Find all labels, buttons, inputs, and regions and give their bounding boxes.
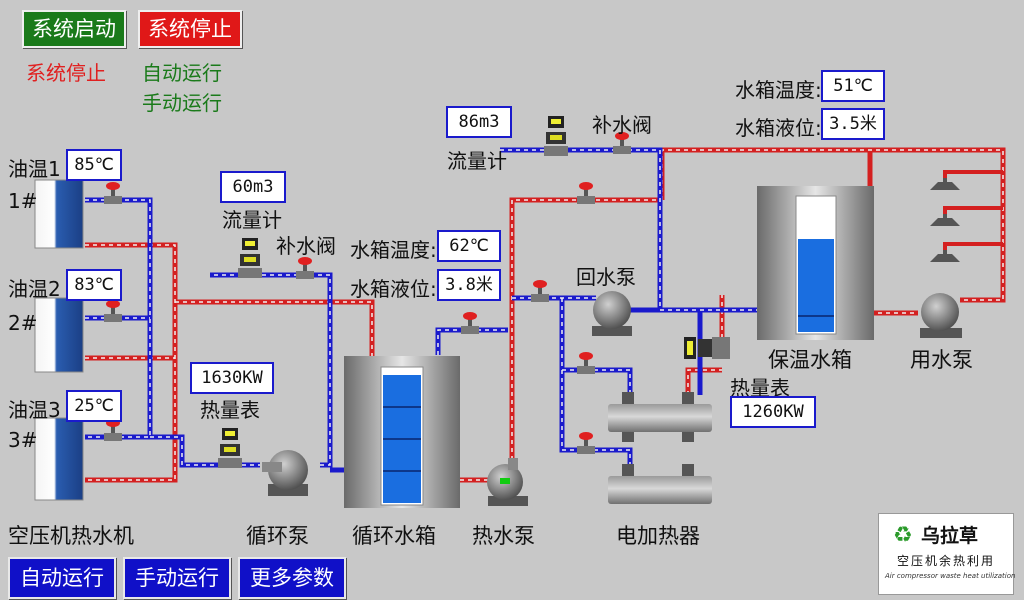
return-pump-icon (592, 291, 632, 336)
circ-tank-level-label: 水箱液位: (350, 277, 437, 301)
logo-tagline: Air compressor waste heat utilization (885, 572, 1016, 580)
insul-tank-level-value: 3.5米 (821, 108, 885, 140)
auto-run-button[interactable]: 自动运行 (8, 557, 116, 599)
manual-run-button[interactable]: 手动运行 (123, 557, 231, 599)
return-pump-label: 回水泵 (576, 265, 636, 289)
heatmeter-1-label: 热量表 (200, 398, 260, 422)
oil-temp-2-label: 油温2 (8, 277, 61, 301)
compressor-unit-3 (34, 417, 84, 501)
oil-temp-2-value: 83℃ (66, 269, 122, 301)
shower-icon (930, 170, 1003, 262)
oil-temp-1-value: 85℃ (66, 149, 122, 181)
compressor-unit-2 (34, 297, 84, 373)
logo-subtitle: 空压机余热利用 (897, 554, 996, 568)
circ-tank-temp-label: 水箱温度: (350, 238, 437, 262)
system-start-button[interactable]: 系统启动 (22, 10, 126, 48)
flowmeter-1-label: 流量计 (222, 208, 282, 232)
recycle-icon: ♻ (893, 523, 913, 548)
flowmeter-2-label: 流量计 (447, 149, 507, 173)
valve-icon (104, 132, 631, 454)
oil-temp-1-label: 油温1 (8, 157, 61, 181)
insul-tank-label: 保温水箱 (768, 348, 852, 372)
hot-water-pump-icon (487, 458, 528, 506)
compressor-label: 空压机热水机 (8, 524, 134, 548)
system-stop-button[interactable]: 系统停止 (138, 10, 242, 48)
unit-2-label: 2# (8, 311, 38, 335)
circ-tank-temp-value: 62℃ (437, 230, 501, 262)
status-stopped: 系统停止 (26, 61, 106, 85)
oil-temp-3-label: 油温3 (8, 398, 61, 422)
more-params-button[interactable]: 更多参数 (238, 557, 346, 599)
refill-valve-1-label: 补水阀 (276, 234, 336, 258)
circulation-pump-icon (262, 450, 308, 496)
refill-valve-2-label: 补水阀 (592, 113, 652, 137)
circ-pump-label: 循环泵 (246, 524, 309, 548)
insul-tank-temp-label: 水箱温度: (735, 78, 822, 102)
heatmeter-1-value: 1630KW (190, 362, 274, 394)
circ-tank-label: 循环水箱 (352, 524, 436, 548)
electric-heater-icon (608, 392, 712, 504)
logo-title: 乌拉草 (921, 525, 979, 547)
flowmeter-1-value: 60m3 (220, 171, 286, 203)
flowmeter-icon (218, 116, 730, 468)
unit-1-label: 1# (8, 189, 38, 213)
insul-tank-level-label: 水箱液位: (735, 116, 822, 140)
flowmeter-2-value: 86m3 (446, 106, 512, 138)
status-manual: 手动运行 (142, 91, 222, 115)
use-pump-label: 用水泵 (910, 348, 973, 372)
circulation-tank-icon (344, 356, 460, 508)
circ-tank-level-value: 3.8米 (437, 269, 501, 301)
status-auto: 自动运行 (142, 61, 222, 85)
hot-pump-label: 热水泵 (472, 524, 535, 548)
use-pump-icon (920, 293, 962, 338)
insulation-tank-icon (757, 186, 874, 340)
unit-3-label: 3# (8, 428, 38, 452)
heater-label: 电加热器 (616, 524, 700, 548)
compressor-unit-1 (34, 179, 84, 249)
brand-logo: ♻ 乌拉草 空压机余热利用 Air compressor waste heat … (878, 513, 1016, 595)
insul-tank-temp-value: 51℃ (821, 70, 885, 102)
heatmeter-2-value: 1260KW (730, 396, 816, 428)
oil-temp-3-value: 25℃ (66, 390, 122, 422)
